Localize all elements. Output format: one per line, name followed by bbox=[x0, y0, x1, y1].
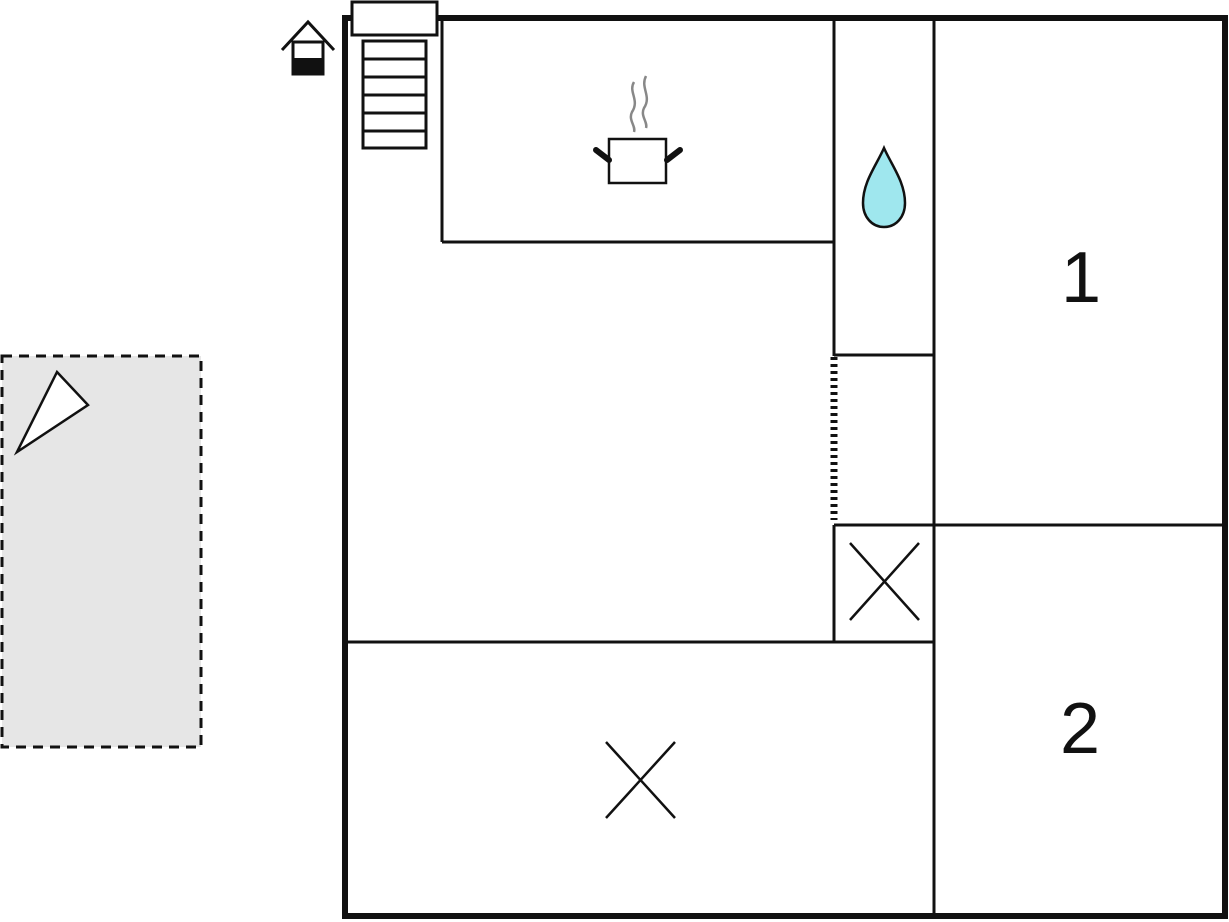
outer-wall bbox=[342, 15, 1228, 919]
house-entrance-icon bbox=[280, 19, 336, 76]
sun-triangle-icon bbox=[13, 369, 90, 456]
bedroom-1-label: 1 bbox=[1061, 238, 1101, 318]
cross-icon bbox=[605, 741, 676, 819]
bedroom-2-label: 2 bbox=[1060, 689, 1100, 769]
water-drop-icon bbox=[861, 144, 907, 229]
interior-walls bbox=[345, 18, 1225, 916]
top-window bbox=[350, 0, 439, 37]
terrace-area bbox=[0, 354, 203, 749]
cross-icon bbox=[849, 542, 920, 621]
stairs-icon bbox=[361, 39, 428, 150]
cooking-pot-icon bbox=[593, 75, 683, 185]
